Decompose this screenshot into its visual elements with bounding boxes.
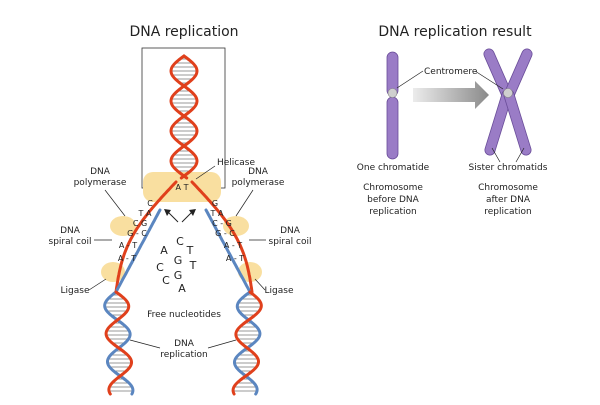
label-before-3: replication — [369, 207, 416, 217]
arrow-right-head — [189, 209, 196, 216]
sister-arm-ur — [504, 49, 532, 100]
label-helicase: Helicase — [217, 158, 255, 168]
leader-helicase — [195, 165, 216, 180]
left-base-gc: G - C — [127, 229, 147, 238]
polymerase-right-enzyme — [223, 216, 249, 236]
left-base-cg: C G — [133, 219, 147, 228]
left-labels: Helicase DNA polymerase DNA polymerase D… — [49, 158, 312, 360]
label-centromere: Centromere — [424, 67, 478, 77]
leader-polymerase-right — [235, 189, 254, 217]
chromatid-lower-arm — [386, 96, 399, 160]
label-dna-polymerase-left-1: DNA — [90, 167, 111, 177]
free-nucleotide: A — [160, 244, 168, 257]
chromosome-result: Centromere One chromatide Sister chromat… — [357, 48, 548, 217]
label-before-1: Chromosome — [363, 183, 423, 193]
label-after-2: after DNA — [486, 195, 531, 205]
free-nucleotide: T — [186, 244, 194, 257]
left-base-ta: T A — [138, 209, 152, 218]
label-dna-polymerase-right-1: DNA — [248, 167, 269, 177]
label-dna-spiral-coil-right-1: DNA — [280, 226, 301, 236]
label-after-3: replication — [484, 207, 531, 217]
arrow-left-head — [164, 209, 171, 216]
free-nucleotides: C A T G T C G C A — [156, 235, 196, 295]
leader-centromere-right — [474, 70, 504, 90]
free-nucleotide: A — [178, 282, 186, 295]
right-base-gc: G - C — [215, 229, 235, 238]
parent-helix-strand-front — [169, 54, 199, 180]
daughter-left-helix-strand-front — [104, 290, 133, 396]
result-arrow — [413, 81, 489, 109]
sister-arm-lr — [504, 90, 531, 155]
label-after-1: Chromosome — [478, 183, 538, 193]
label-dna-replication-2: replication — [160, 350, 207, 360]
leader-sister-right — [515, 147, 525, 163]
right-base-ta: T A — [210, 209, 224, 218]
sister-chromatids — [483, 48, 533, 156]
title-right: DNA replication result — [378, 24, 532, 40]
parent-helix-strand-back — [169, 54, 199, 180]
label-ligase-left: Ligase — [61, 286, 90, 296]
leader-replication-left — [129, 339, 161, 349]
label-dna-replication-1: DNA — [174, 339, 195, 349]
polymerase-left-enzyme — [110, 216, 136, 236]
label-free-nucleotides: Free nucleotides — [147, 310, 221, 320]
left-base-at2: A - T — [118, 254, 136, 263]
right-base-at1: A - T — [224, 241, 242, 250]
daughter-right-helix-strand-front — [231, 290, 263, 396]
left-base-c: C — [147, 199, 153, 208]
fork-left-new-strand — [115, 208, 162, 293]
free-nucleotide: T — [189, 259, 197, 272]
arrow-left-curve — [167, 211, 179, 223]
leader-ligase-left — [88, 278, 107, 291]
fork-right-new-strand — [204, 208, 251, 293]
leader-sister-left — [491, 147, 501, 163]
leader-polymerase-left — [104, 189, 126, 217]
title-left: DNA replication — [129, 24, 238, 40]
direction-arrows — [164, 209, 196, 223]
dna-strands — [103, 54, 263, 396]
centromere-single — [387, 88, 398, 98]
centromere-sister — [503, 88, 513, 98]
base-letters: A T C T A C G G - C A - T A - T G T A C … — [118, 183, 244, 263]
arrow-right-curve — [181, 211, 193, 223]
label-sister-chromatids: Sister chromatids — [469, 163, 548, 173]
left-base-at1: A - T — [119, 241, 137, 250]
label-dna-spiral-coil-left-2: spiral coil — [49, 237, 92, 247]
sister-arm-ul — [484, 49, 512, 100]
daughter-right-helix-strand-back — [233, 290, 262, 396]
right-base-at2: A - T — [226, 254, 244, 263]
label-before-2: before DNA — [367, 195, 419, 205]
label-one-chromatid: One chromatide — [357, 163, 430, 173]
free-nucleotide: C — [176, 235, 184, 248]
helicase-base-pair: A T — [176, 183, 189, 192]
right-base-g: G — [212, 199, 218, 208]
label-dna-spiral-coil-left-1: DNA — [60, 226, 81, 236]
right-base-cg: C - G — [212, 219, 232, 228]
free-nucleotide: C — [162, 274, 170, 287]
fork-left-parent-strand — [114, 180, 178, 294]
sister-arm-ll — [485, 90, 512, 155]
leader-centromere-left — [396, 70, 424, 89]
leader-replication-right — [207, 339, 237, 349]
label-dna-polymerase-left-2: polymerase — [74, 178, 127, 188]
fork-right-parent-strand — [190, 180, 254, 294]
one-chromatid — [386, 51, 399, 160]
free-nucleotide: G — [174, 269, 183, 282]
daughter-left-helix-strand-back — [103, 290, 135, 396]
label-ligase-right: Ligase — [265, 286, 294, 296]
label-dna-polymerase-right-2: polymerase — [232, 178, 285, 188]
free-nucleotide: G — [174, 254, 183, 267]
label-dna-spiral-coil-right-2: spiral coil — [269, 237, 312, 247]
leader-ligase-right — [254, 278, 266, 291]
free-nucleotide: C — [156, 261, 164, 274]
